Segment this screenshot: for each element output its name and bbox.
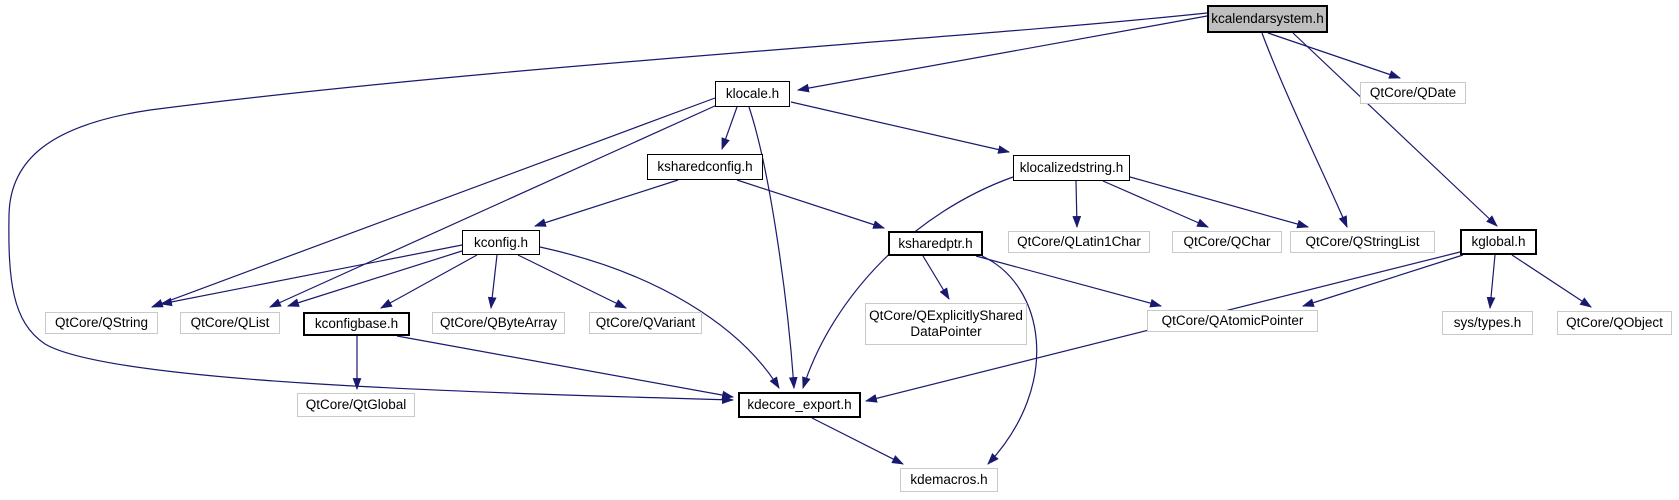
edge-klocale-qlist	[269, 104, 718, 308]
edge-kcalendarsystem-kglobal	[1292, 32, 1498, 227]
edge-kcalendarsystem-klocale	[796, 15, 1208, 93]
edge-ksharedptr-kdemacros	[981, 255, 1038, 465]
edge-klocalizedstring-kdecore_export	[802, 176, 1014, 390]
edge-kconfig-kdecore_export	[539, 246, 780, 389]
node-label-line1: QtCore/QExplicitlyShared	[869, 308, 1023, 324]
node-kglobal[interactable]: kglobal.h	[1460, 229, 1537, 255]
edge-ksharedptr-qatomicpointer	[975, 255, 1163, 308]
edge-kconfigbase-kdecore_export	[396, 335, 735, 400]
node-kconfig[interactable]: kconfig.h	[462, 230, 540, 255]
edge-kcalendarsystem-qstringlist	[1261, 32, 1348, 229]
node-qatomicpointer: QtCore/QAtomicPointer	[1147, 310, 1318, 332]
node-qexplicitlyshareddatapointer: QtCore/QExplicitlyShared DataPointer	[865, 303, 1027, 345]
edge-ksharedptr-qexplicitlyshared	[922, 255, 950, 300]
node-qdate: QtCore/QDate	[1360, 82, 1466, 104]
edge-kglobal-qatomicpointer	[1301, 254, 1464, 307]
node-klocalizedstring[interactable]: klocalizedstring.h	[1013, 155, 1130, 181]
node-ksharedconfig[interactable]: ksharedconfig.h	[647, 154, 763, 180]
edge-kconfig-qstring	[159, 244, 463, 307]
node-qtglobal: QtCore/QtGlobal	[297, 393, 415, 417]
edge-kconfig-qlist	[286, 250, 463, 307]
node-qstringlist: QtCore/QStringList	[1290, 231, 1435, 253]
node-systypes: sys/types.h	[1442, 311, 1533, 335]
node-kdemacros: kdemacros.h	[900, 468, 998, 492]
edge-kcalendarsystem-kdecore_export	[8, 12, 1208, 405]
node-kdecore_export[interactable]: kdecore_export.h	[738, 392, 861, 418]
edge-kcalendarsystem-qdate	[1267, 32, 1402, 79]
edge-klocale-ksharedconfig	[721, 106, 738, 151]
node-qlist: QtCore/QList	[180, 312, 280, 334]
edge-ksharedconfig-ksharedptr	[736, 179, 886, 229]
node-klocale[interactable]: klocale.h	[715, 81, 790, 107]
edge-kdecore_export-kdemacros	[811, 417, 904, 465]
node-ksharedptr[interactable]: ksharedptr.h	[888, 231, 983, 256]
node-kconfigbase[interactable]: kconfigbase.h	[303, 312, 410, 336]
node-qvariant: QtCore/QVariant	[589, 312, 702, 334]
edge-klocale-kdecore_export	[748, 106, 798, 390]
node-qbytearray: QtCore/QByteArray	[432, 312, 565, 334]
edge-kglobal-qobject	[1511, 254, 1592, 308]
edge-klocalizedstring-qstringlist	[1129, 176, 1310, 229]
edge-kconfig-qbytearray	[487, 254, 498, 310]
node-qchar: QtCore/QChar	[1172, 231, 1282, 253]
node-qstring: QtCore/QString	[45, 312, 158, 334]
edge-ksharedconfig-kconfig	[533, 179, 679, 227]
edge-kconfig-qvariant	[517, 254, 627, 309]
edge-kconfig-kconfigbase	[380, 254, 478, 309]
edge-klocalizedstring-qlatin1char	[1072, 180, 1082, 229]
node-qobject: QtCore/QObject	[1557, 311, 1672, 335]
node-kcalendarsystem: kcalendarsystem.h	[1207, 5, 1328, 33]
edge-klocale-qstring	[150, 97, 716, 308]
edge-kglobal-systypes	[1486, 254, 1496, 310]
edge-klocalizedstring-qchar	[1102, 180, 1209, 228]
node-label-line2: DataPointer	[910, 324, 982, 339]
edge-klocale-klocalizedstring	[790, 101, 1011, 154]
node-qlatin1char: QtCore/QLatin1Char	[1008, 231, 1150, 253]
